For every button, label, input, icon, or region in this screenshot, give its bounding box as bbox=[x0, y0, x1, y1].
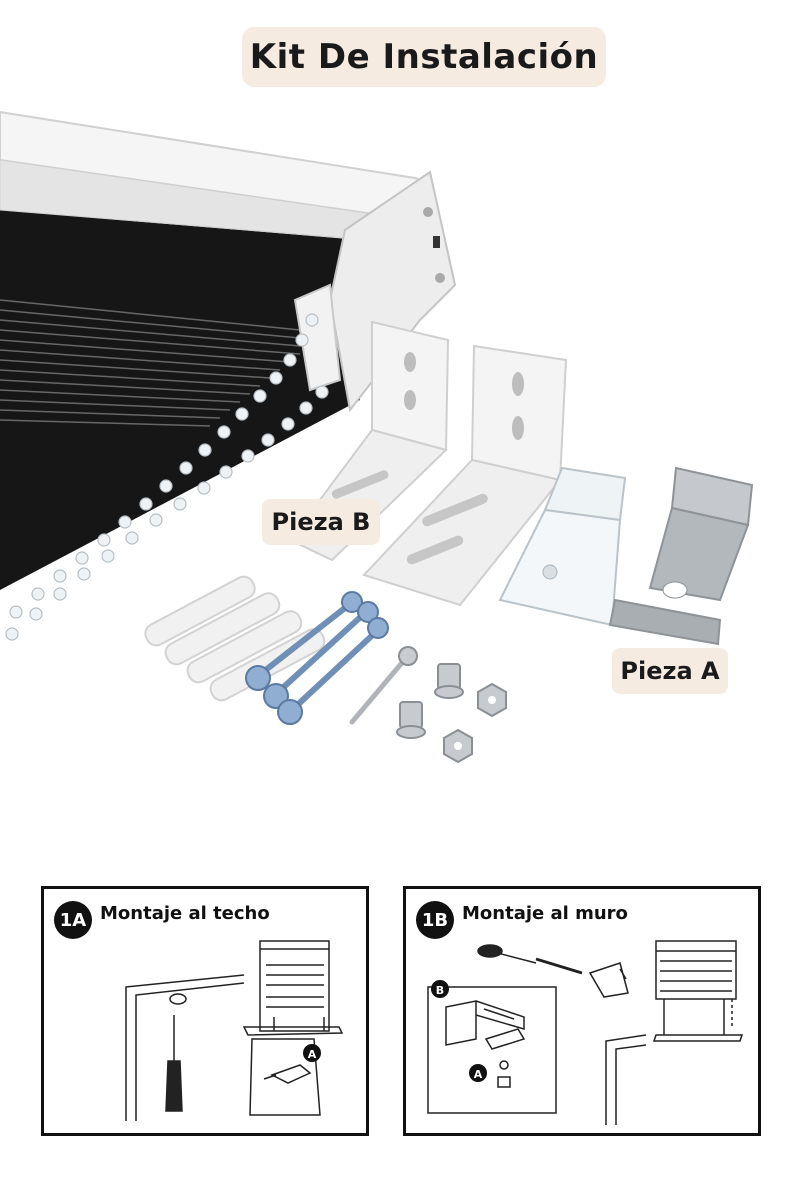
callout-a-1a: A bbox=[308, 1048, 317, 1061]
bracket-b-2 bbox=[362, 344, 568, 607]
callout-b-1b: B bbox=[436, 984, 444, 997]
wall-plugs bbox=[144, 575, 326, 702]
bolts-nuts bbox=[396, 663, 507, 764]
transparent-clip bbox=[498, 466, 627, 627]
callout-a-1b: A bbox=[474, 1068, 483, 1081]
wall-mount-diagram: B A bbox=[427, 940, 744, 1125]
blind-fabric bbox=[0, 210, 360, 590]
page-title: Kit De Instalación bbox=[242, 27, 606, 87]
step-badge-1b: 1B bbox=[416, 901, 454, 939]
bracket-a bbox=[608, 466, 754, 646]
screws bbox=[255, 601, 381, 713]
step-1b-panel: 1B Montaje al muro bbox=[403, 886, 761, 1136]
fabric-stripes bbox=[0, 299, 301, 427]
ceiling-mount-diagram: A bbox=[125, 940, 344, 1121]
label-pieza-a: Pieza A bbox=[612, 648, 728, 694]
bead-chain bbox=[5, 313, 329, 641]
step-1a-panel: 1A Montaje al techo A bbox=[41, 886, 369, 1136]
step-badge-1a: 1A bbox=[54, 901, 92, 939]
label-pieza-b: Pieza B bbox=[262, 499, 380, 545]
kit-product-image bbox=[0, 110, 754, 764]
step-title-1b: Montaje al muro bbox=[462, 903, 628, 924]
step-title-1a: Montaje al techo bbox=[100, 903, 270, 924]
